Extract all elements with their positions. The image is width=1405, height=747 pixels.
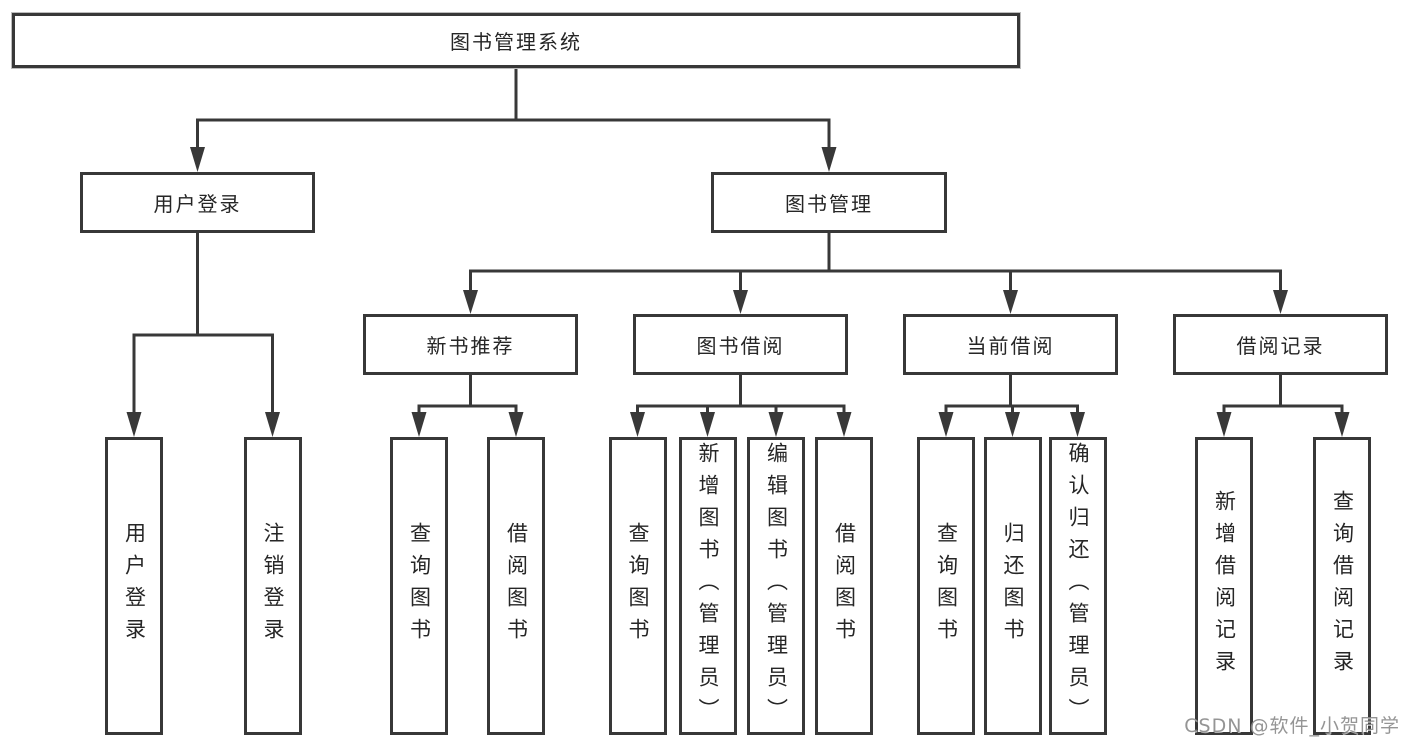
leaf-query-books-1: 查询图书 — [390, 437, 448, 735]
watermark: CSDN @软件_小贺同学 — [1184, 715, 1400, 737]
leaf-return-book: 归还图书 — [983, 437, 1042, 735]
leaf-borrow-books-1: 借阅图书 — [487, 437, 545, 735]
node-borrowing-records: 借阅记录 — [1173, 314, 1388, 375]
leaf-add-book-admin: 新增图书（管理员） — [678, 437, 737, 735]
leaf-query-books-2: 查询图书 — [608, 437, 667, 735]
leaf-user-login: 用户登录 — [105, 437, 163, 735]
leaf-edit-book-admin: 编辑图书（管理员） — [747, 437, 805, 735]
leaf-confirm-return-admin: 确认归还（管理员） — [1048, 437, 1107, 735]
leaf-query-borrow-record: 查询借阅记录 — [1313, 437, 1371, 735]
node-new-book-recommend: 新书推荐 — [363, 314, 578, 375]
leaf-borrow-books-2: 借阅图书 — [815, 437, 873, 735]
node-book-borrowing: 图书借阅 — [633, 314, 848, 375]
leaf-add-borrow-record: 新增借阅记录 — [1195, 437, 1253, 735]
leaf-query-books-3: 查询图书 — [917, 437, 975, 735]
leaf-logout: 注销登录 — [243, 437, 302, 735]
node-root: 图书管理系统 — [12, 13, 1020, 68]
node-user-login: 用户登录 — [80, 172, 315, 233]
node-book-management: 图书管理 — [711, 172, 947, 233]
node-current-borrowing: 当前借阅 — [903, 314, 1118, 375]
